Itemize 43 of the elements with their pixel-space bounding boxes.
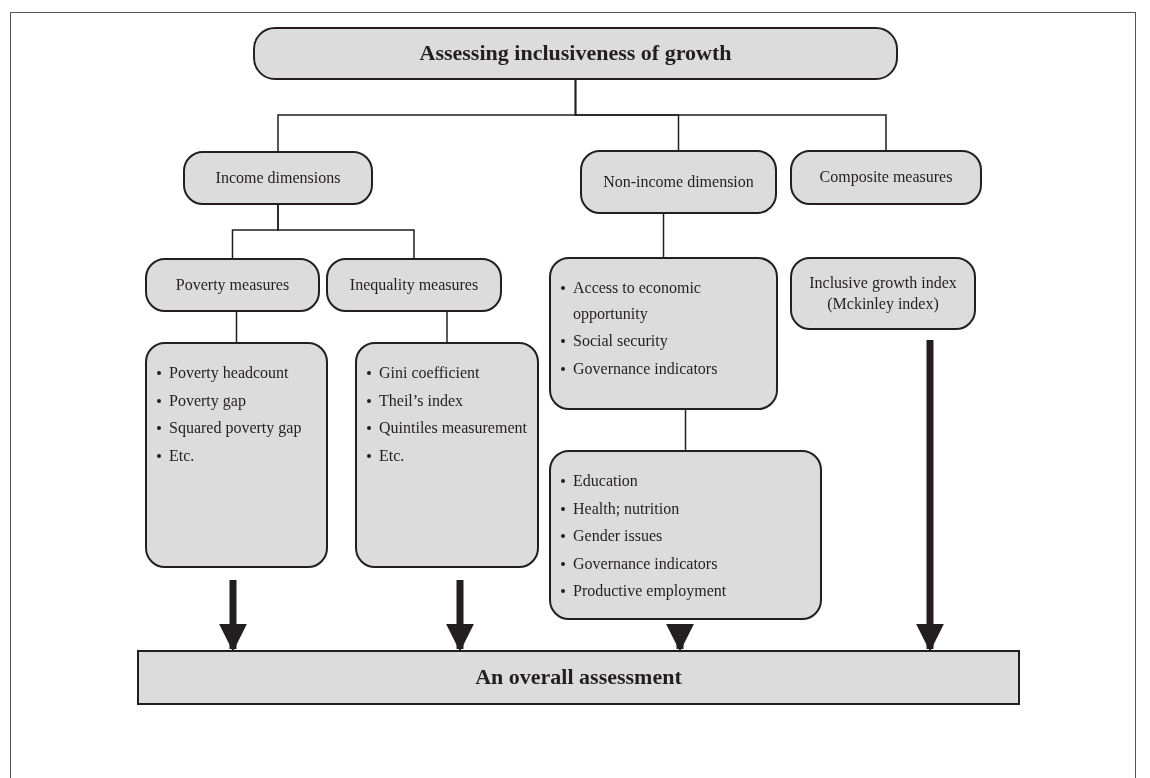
box-label: An overall assessment bbox=[475, 663, 682, 692]
box-label: Inclusive growth index (Mckinley index) bbox=[808, 272, 958, 315]
box-label: Assessing inclusiveness of growth bbox=[419, 39, 732, 68]
list-box bbox=[549, 450, 822, 620]
bullet-item: Etc. bbox=[379, 445, 405, 466]
box-label: Poverty measures bbox=[175, 274, 290, 296]
bullet-item: Theil’s index bbox=[379, 390, 463, 411]
title-box bbox=[253, 27, 898, 80]
bullet-item: Etc. bbox=[169, 445, 195, 466]
connector-line bbox=[684, 409, 687, 451]
connector-line bbox=[277, 204, 415, 259]
bullet-item: Health; nutrition bbox=[573, 498, 680, 519]
bullet-item: Quintiles measurement bbox=[379, 418, 527, 439]
bullet-item: Governance indicators bbox=[573, 358, 718, 379]
bullet-item: Access to economic opportunity bbox=[573, 278, 702, 325]
list-box bbox=[355, 342, 539, 568]
bullet-item: Education bbox=[573, 471, 638, 491]
bullet-item: Gini coefficient bbox=[379, 363, 480, 383]
box-label: Inequality measures bbox=[349, 274, 479, 296]
bullet-item: Governance indicators bbox=[573, 553, 718, 574]
list-box bbox=[549, 257, 778, 410]
connector-line bbox=[662, 213, 665, 258]
bullet-item: Social security bbox=[573, 331, 668, 352]
box-label: Non-income dimension bbox=[603, 171, 754, 192]
connector-line bbox=[446, 311, 448, 343]
bullet-item: Poverty headcount bbox=[169, 363, 289, 384]
bullet-item: Squared poverty gap bbox=[169, 418, 302, 439]
result-box bbox=[137, 650, 1020, 705]
category-box bbox=[183, 151, 373, 205]
category-box bbox=[145, 258, 320, 312]
connector-line bbox=[574, 79, 887, 151]
box-label: Composite measures bbox=[819, 167, 953, 188]
category-box bbox=[790, 257, 976, 330]
arrow bbox=[666, 623, 694, 652]
category-box bbox=[326, 258, 502, 312]
connector-line bbox=[235, 311, 238, 343]
category-box bbox=[580, 150, 777, 214]
category-box bbox=[790, 150, 982, 205]
bullet-item: Productive employment bbox=[573, 581, 727, 602]
list-box bbox=[145, 342, 328, 568]
bullet-item: Gender issues bbox=[573, 526, 663, 547]
bullet-item: Poverty gap bbox=[169, 390, 246, 412]
box-label: Income dimensions bbox=[215, 167, 341, 188]
